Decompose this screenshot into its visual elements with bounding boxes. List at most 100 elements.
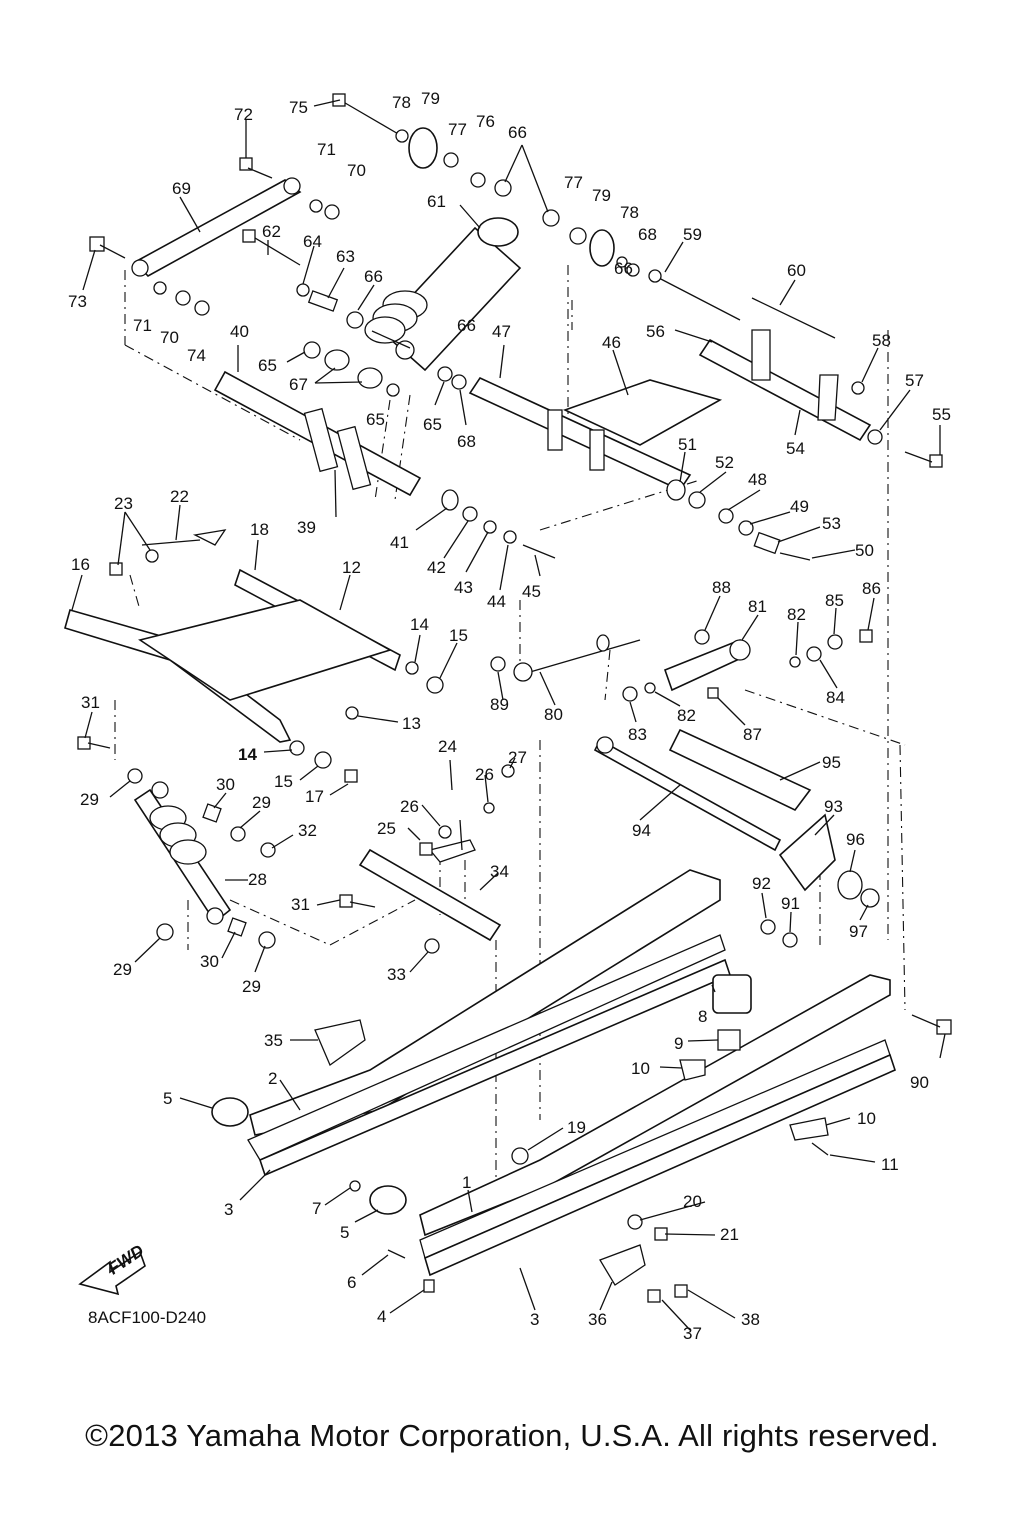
callout: 92 [752,874,771,893]
callout: 11 [881,1155,899,1174]
callout: 10 [857,1109,876,1128]
fwd-arrow-icon: FWD [78,1241,147,1296]
callout: 97 [849,922,868,941]
callout: 71 [317,140,336,159]
callout: 55 [932,405,951,424]
callout: 32 [298,821,317,840]
callout: 66 [457,316,476,335]
callout: 17 [305,787,324,806]
callout: 23 [114,494,133,513]
callout: 13 [402,714,421,733]
callout: 44 [487,592,506,611]
callout: 42 [427,558,446,577]
callout: 94 [632,821,651,840]
callout: 29 [252,793,271,812]
callout: 57 [905,371,924,390]
callout: 14 [410,615,429,634]
callout: 31 [291,895,310,914]
callout: 85 [825,591,844,610]
callout: 9 [674,1034,683,1053]
callout: 20 [683,1192,702,1211]
callout: 56 [646,322,665,341]
callout: 68 [457,432,476,451]
callout: 79 [592,186,611,205]
part-outlines [64,93,952,1303]
callout: 82 [787,605,806,624]
callout: 38 [741,1310,760,1329]
callout: 71 [133,316,152,335]
callout: 25 [377,819,396,838]
exploded-parts-diagram: FWD 1 2 3 3 4 5 5 6 7 8 9 10 10 11 12 13… [64,89,952,1343]
callout: 21 [720,1225,739,1244]
callout: 27 [508,748,527,767]
callout: 76 [476,112,495,131]
callout: 84 [826,688,845,707]
callout: 72 [234,105,253,124]
callout: 83 [628,725,647,744]
callout: 46 [602,333,621,352]
callout: 45 [522,582,541,601]
callout: 43 [454,578,473,597]
callout: 36 [588,1310,607,1329]
callout: 49 [790,497,809,516]
callout: 41 [390,533,409,552]
callout: 88 [712,578,731,597]
callout: 7 [312,1199,321,1218]
callout: 64 [303,232,322,251]
callout: 4 [377,1307,386,1326]
callout: 15 [274,772,293,791]
callout: 66 [508,123,527,142]
callout: 74 [187,346,206,365]
callout: 51 [678,435,697,454]
callout: 6 [347,1273,356,1292]
callout: 12 [342,558,361,577]
callout: 61 [427,192,446,211]
callout: 35 [264,1031,283,1050]
callout: 50 [855,541,874,560]
callout: 29 [242,977,261,996]
callout: 89 [490,695,509,714]
callout: 78 [620,203,639,222]
callout: 3 [224,1200,233,1219]
callout: 68 [638,225,657,244]
callout: 10 [631,1059,650,1078]
callout: 66 [614,259,633,278]
callout: 16 [71,555,90,574]
copyright-notice: ©2013 Yamaha Motor Corporation, U.S.A. A… [85,1418,939,1453]
callout: 65 [366,410,385,429]
callout: 82 [677,706,696,725]
callout: 70 [160,328,179,347]
callout: 65 [258,356,277,375]
callout: 81 [748,597,767,616]
callout: 67 [289,375,308,394]
callout: 77 [448,120,467,139]
callout: 65 [423,415,442,434]
callout: 28 [248,870,267,889]
callout: 1 [462,1173,471,1192]
callout: 47 [492,322,511,341]
callout: 2 [268,1069,277,1088]
callout: 69 [172,179,191,198]
callout: 29 [80,790,99,809]
callout: 3 [530,1310,539,1329]
callout: 70 [347,161,366,180]
callout: 77 [564,173,583,192]
callout: 54 [786,439,805,458]
callout: 33 [387,965,406,984]
callout: 26 [400,797,419,816]
callout: 59 [683,225,702,244]
callout: 14 [238,745,257,764]
callout: 63 [336,247,355,266]
callout: 60 [787,261,806,280]
callout: 30 [216,775,235,794]
callout: 24 [438,737,457,756]
callout: 90 [910,1073,929,1092]
callout: 37 [683,1324,702,1343]
callout: 15 [449,626,468,645]
leader-lines [71,99,946,1331]
callout: 66 [364,267,383,286]
callout: 75 [289,98,308,117]
callout: 53 [822,514,841,533]
callout: 19 [567,1118,586,1137]
callout: 26 [475,765,494,784]
